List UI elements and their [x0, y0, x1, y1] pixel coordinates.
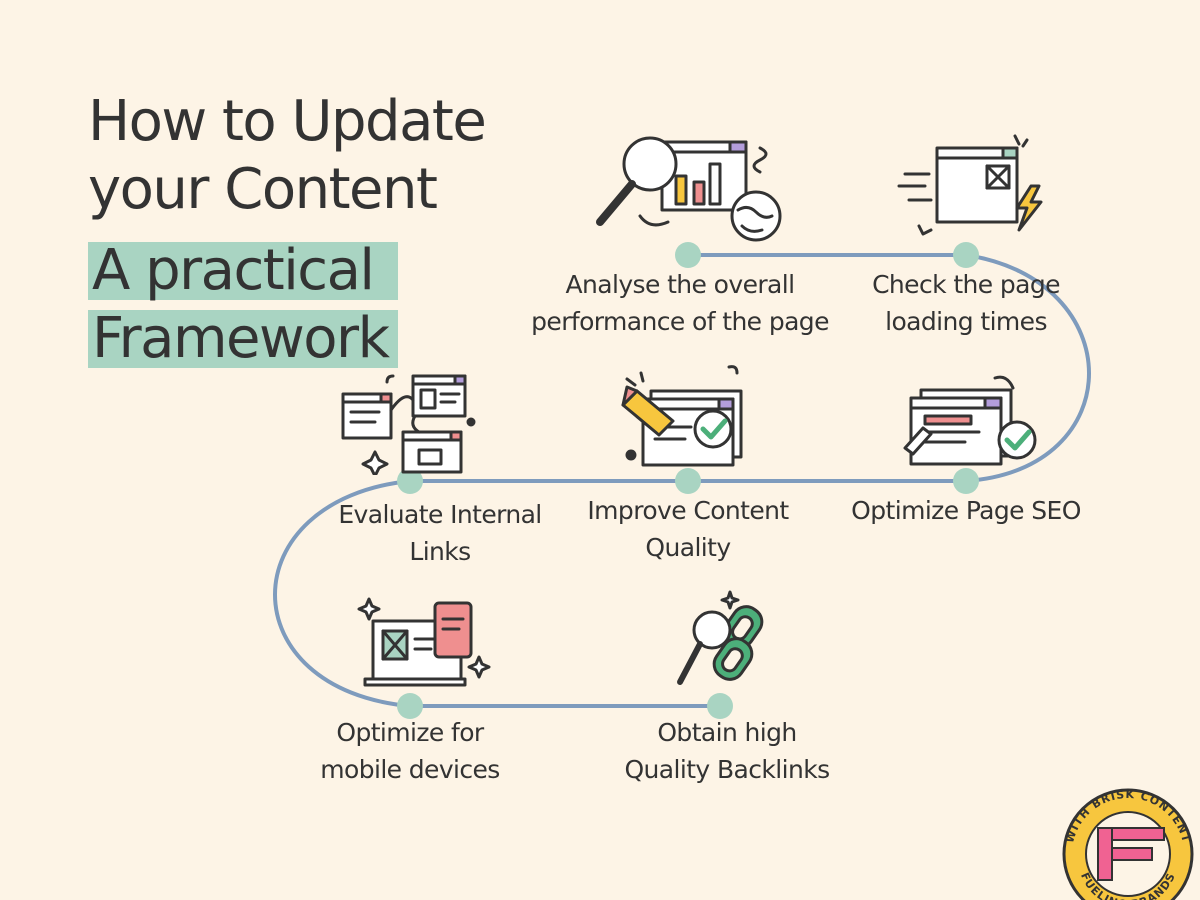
node-2 — [953, 242, 979, 268]
node-7 — [707, 693, 733, 719]
page-speed-icon — [897, 134, 1043, 236]
step-evaluate-links: Evaluate Internal Links — [330, 496, 550, 570]
step-analyse-performance: Analyse the overall performance of the p… — [530, 266, 830, 340]
internal-links-icon — [341, 374, 476, 475]
step-label-line-1: Obtain high — [657, 718, 797, 747]
title-line-2: your Content — [88, 157, 438, 222]
node-5 — [397, 468, 423, 494]
step-label-line-2: Quality Backlinks — [624, 755, 830, 784]
seo-checklist-icon — [903, 375, 1037, 466]
step-label-line-1: Analyse the overall — [565, 270, 796, 299]
title-highlight-1: A practical — [88, 242, 398, 300]
step-label-line-2: Quality — [645, 533, 731, 562]
node-3 — [953, 468, 979, 494]
node-1 — [675, 242, 701, 268]
step-optimize-seo: Optimize Page SEO — [846, 492, 1086, 529]
path-curve-right — [964, 253, 1091, 483]
mobile-devices-icon — [357, 597, 491, 687]
step-label-line-1: Check the page — [872, 270, 1060, 299]
step-label-line-1: Improve Content — [587, 496, 789, 525]
step-label-line-2: performance of the page — [531, 307, 829, 336]
step-mobile-devices: Optimize for mobile devices — [310, 714, 510, 788]
node-6 — [397, 693, 423, 719]
content-quality-icon — [621, 365, 743, 467]
page-title: How to Update your Content A practical F… — [88, 88, 487, 368]
backlinks-chain-icon — [677, 590, 764, 685]
step-label-line-2: mobile devices — [320, 755, 500, 784]
step-backlinks: Obtain high Quality Backlinks — [612, 714, 842, 788]
step-label-line-2: Links — [409, 537, 471, 566]
title-highlight-2: Framework — [88, 310, 398, 368]
step-label-line-1: Evaluate Internal — [338, 500, 542, 529]
step-label-line-2: loading times — [885, 307, 1047, 336]
step-check-loading-times: Check the page loading times — [856, 266, 1076, 340]
node-4 — [675, 468, 701, 494]
path-curve-left — [273, 479, 412, 708]
step-improve-content: Improve Content Quality — [578, 492, 798, 566]
title-line-1: How to Update — [88, 89, 487, 154]
step-label-line-1: Optimize for — [336, 718, 484, 747]
step-label-line-1: Optimize Page SEO — [851, 496, 1081, 525]
analytics-magnifier-icon — [596, 136, 782, 242]
brisk-content-badge-logo: WITH BRISK CONTENT FUELING BRANDS — [1062, 788, 1194, 900]
